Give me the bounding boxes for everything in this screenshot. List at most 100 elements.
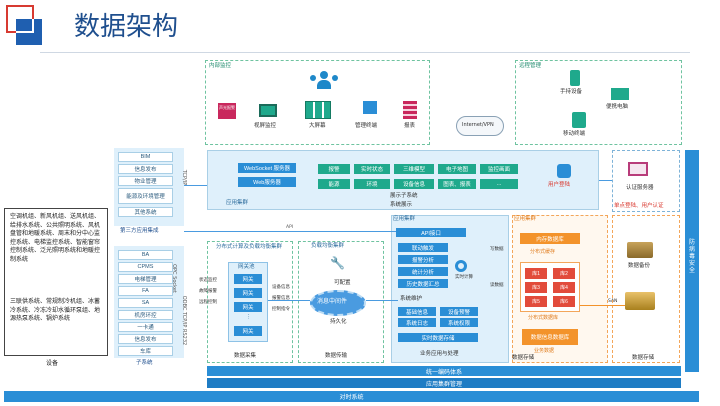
storage-footer-a: 数据存储	[512, 355, 535, 361]
collection-title: 分布式计算及负载均衡集群	[216, 244, 283, 250]
persist-label: 持久化	[330, 319, 347, 325]
display-cell: 三维模型	[394, 164, 434, 174]
realtime-label: 实时计算	[455, 275, 473, 280]
subsystem-item: CPMS	[118, 262, 173, 272]
title-divider	[40, 52, 690, 53]
devices-text-b: 三联供系统、常规制冷机组、冰蓄冷系统、冷冻冷却水循环泵组、地源热泵系统、锅炉系统	[10, 299, 101, 322]
subsystem-item: 车库	[118, 346, 173, 356]
remote-mgmt-title: 远程管理	[519, 63, 542, 69]
business-item: 联动触发	[398, 243, 448, 252]
display-cell: 报警	[318, 164, 350, 174]
business-item: 统计分析	[398, 267, 448, 276]
mobile-icon	[572, 112, 586, 128]
business-item: 历史数据汇总	[398, 279, 448, 288]
tcpip-arrow	[184, 185, 207, 186]
out-label: 设备信息	[272, 285, 290, 290]
db-cell: 库1	[525, 268, 547, 279]
network-label: Internet/VPN	[462, 122, 494, 128]
display-cell: 实时状态	[354, 164, 390, 174]
display-cell: 环境	[354, 179, 390, 189]
admin-terminal-icon	[363, 101, 377, 114]
maint-title: 系统维护	[400, 296, 423, 302]
maint-item: 设备预警	[440, 307, 478, 316]
web-server: Web服务器	[238, 177, 296, 187]
subsystem-item: 机房环控	[118, 310, 173, 320]
mq-ellipse	[310, 290, 366, 316]
mobile-label: 移动终端	[563, 131, 586, 137]
storage-footer-b: 数据存储	[632, 355, 655, 361]
devices-title: 设备	[46, 360, 59, 367]
transfer-footer: 数据传输	[325, 353, 348, 359]
third-party-item: 物业管理	[118, 176, 173, 186]
wrench-icon: 🔧	[330, 256, 345, 270]
collection-to-transfer-arrow	[268, 300, 310, 301]
api-interface: API接口	[396, 228, 466, 237]
display-cluster-label: 应用集群	[226, 200, 249, 206]
in-label: 状态监控	[199, 278, 217, 283]
gateway-box: 网关	[234, 274, 262, 284]
protocol-opc: OPC Socket	[170, 264, 177, 293]
history-db: 数据信息数据库	[522, 329, 578, 345]
people-icon	[310, 71, 340, 91]
collection-panel	[207, 241, 293, 363]
display-cell: 监控画面	[480, 164, 518, 174]
gateway-box: 网关	[234, 288, 262, 298]
transfer-to-business-arrow	[366, 300, 398, 301]
cluster-db-label: 业务数据	[534, 348, 555, 354]
gateway-ellipsis: ⋮	[246, 314, 252, 320]
maint-item: 系统权限	[440, 318, 478, 327]
third-party-item: 能源及环境管理	[118, 188, 173, 204]
report-icon	[403, 101, 417, 119]
unified-encoding-bar: 统一编码体系	[207, 366, 681, 376]
business-item: 报警分析	[398, 255, 448, 264]
devices-text-a: 空调机组、新风机组、送风机组、给排水系统、公共照明系统、风机盘管和地暖系统、周末…	[10, 214, 101, 263]
storage-cluster-label: 应用集群	[514, 216, 537, 222]
config-label: 可配置	[334, 280, 351, 286]
san-device-icon	[625, 292, 655, 310]
display-cell: ...	[480, 179, 518, 189]
protocol-tcpip: TCP/IP	[181, 169, 188, 186]
db-cell: 库5	[525, 296, 547, 307]
gateway-box: 网关	[234, 326, 262, 336]
third-party-item: 信息发布	[118, 164, 173, 174]
db-cell: 库3	[525, 282, 547, 293]
third-party-title: 第三方应用集成	[120, 228, 159, 234]
subsystem-item: SA	[118, 298, 173, 308]
api-label: API	[286, 225, 294, 230]
business-footer: 业务应用与处理	[420, 351, 459, 357]
cluster-mgmt-bar: 应用集群管理	[207, 378, 681, 388]
collection-footer: 数据采集	[234, 353, 257, 359]
dist-cache-label: 分布式缓存	[530, 249, 556, 255]
security-bar	[685, 150, 699, 372]
maint-item: 系统日志	[398, 318, 436, 327]
maint-item: 基础信息	[398, 307, 436, 316]
display-title: 展示子系统	[390, 193, 418, 199]
internal-monitor-panel: 内部监控	[205, 60, 430, 145]
admin-terminal-label: 管理终端	[355, 123, 378, 129]
display-cell: 电子地图	[438, 164, 476, 174]
mq-label: 消息中间件	[317, 298, 348, 305]
api-line	[184, 231, 396, 232]
security-label: 防病毒安全	[688, 240, 695, 274]
internal-monitor-title: 内部监控	[209, 63, 232, 69]
report-label: 报表	[404, 123, 416, 129]
big-screen-label: 大屏幕	[309, 123, 326, 129]
auth-server-icon	[628, 162, 648, 176]
user-login-icon	[557, 164, 571, 178]
read-label: 读数据	[490, 283, 504, 288]
devices-panel	[4, 208, 108, 356]
remote-mgmt-panel: 远程管理	[515, 60, 682, 145]
cache-db: 内存数据库	[520, 233, 580, 244]
big-screen-icon	[305, 101, 331, 119]
db-cell: 库2	[553, 268, 575, 279]
gateway-pool-label: 网关池	[238, 264, 255, 270]
storage-right-panel	[612, 215, 680, 363]
system-display-label: 系统展示	[390, 202, 413, 208]
dist-db-label: 分布式数据库	[528, 315, 559, 321]
handheld-icon	[570, 70, 580, 86]
handheld-label: 手持设备	[560, 89, 583, 95]
subsystem-item: BA	[118, 250, 173, 260]
user-login-label: 用户登陆	[548, 182, 571, 188]
cloud-icon	[456, 116, 504, 136]
subsystem-item: FA	[118, 286, 173, 296]
